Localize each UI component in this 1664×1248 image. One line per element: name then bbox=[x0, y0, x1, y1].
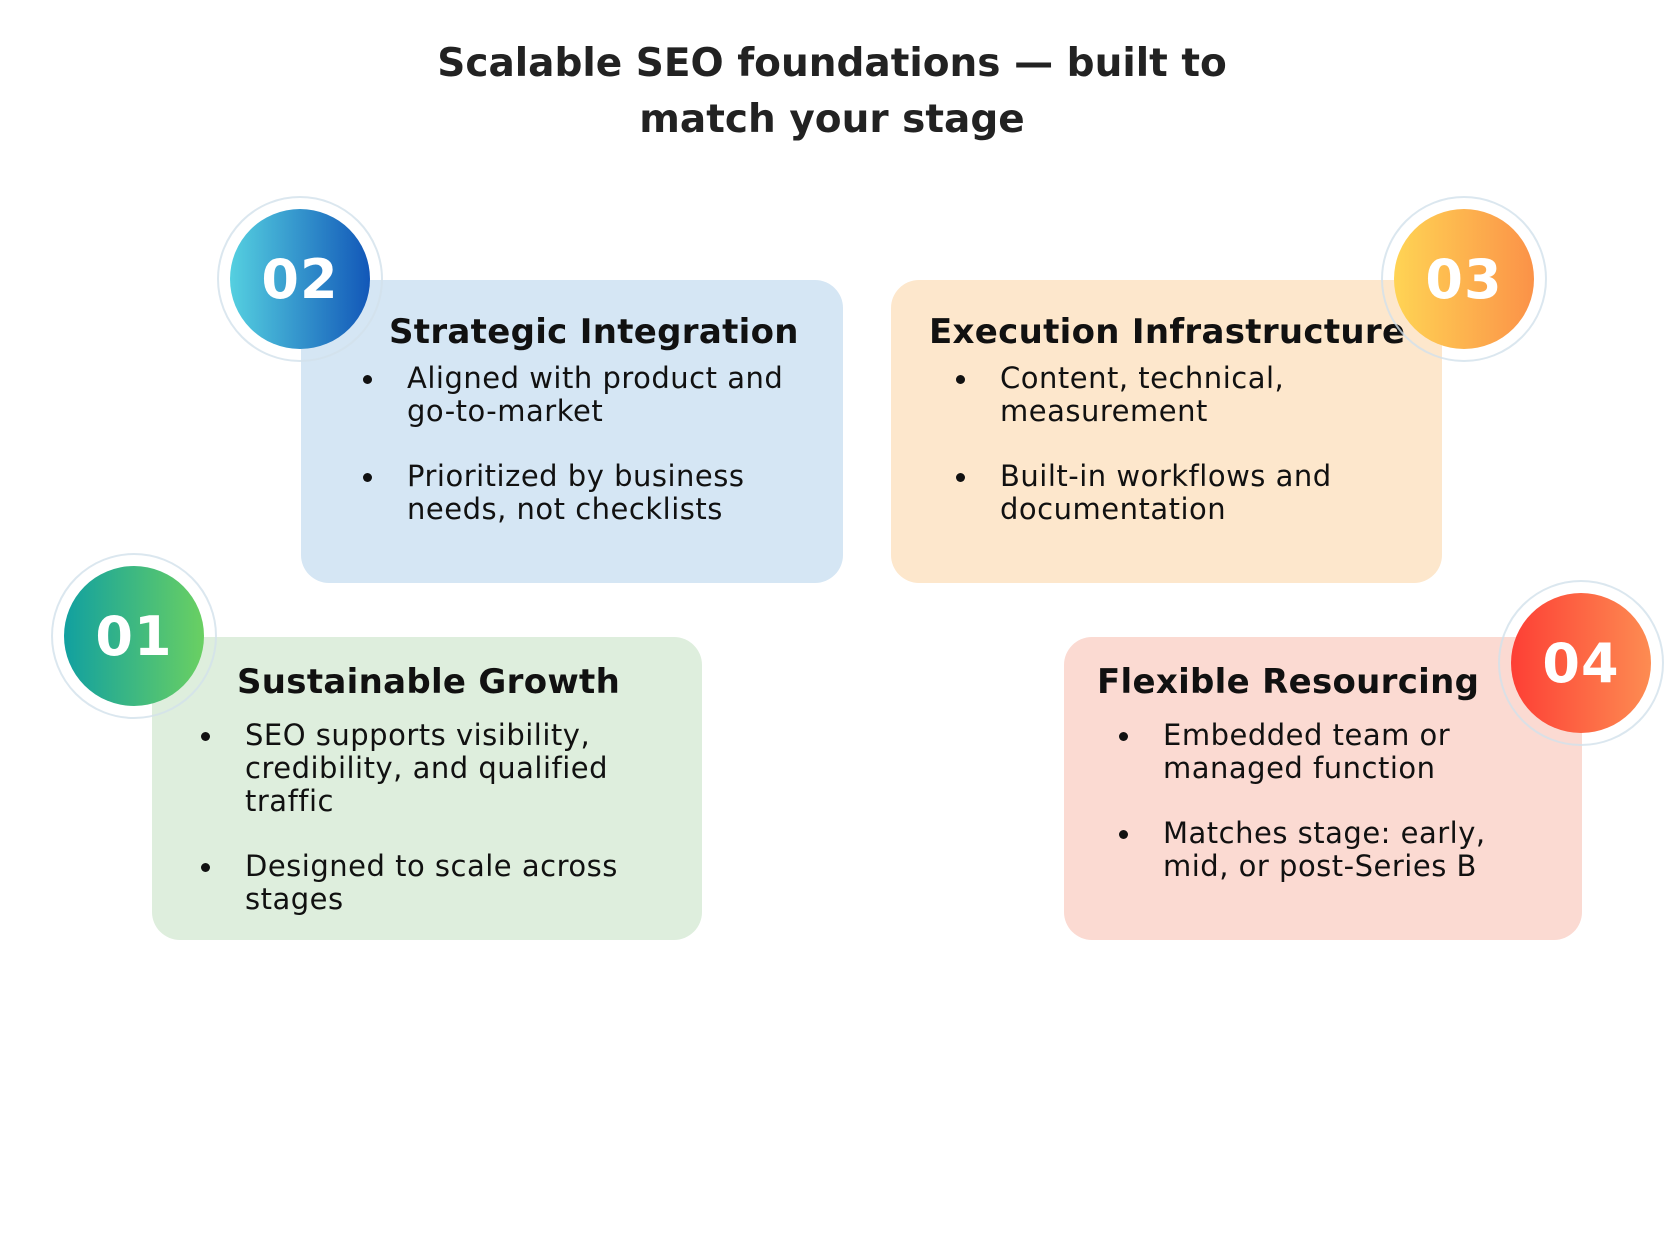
number-badge-01: 01 bbox=[64, 566, 204, 706]
number-badge-02: 02 bbox=[230, 209, 370, 349]
number-badge-03: 03 bbox=[1394, 209, 1534, 349]
bullet-list: SEO supports visibility, credibility, an… bbox=[193, 719, 663, 948]
bullet-list: Embedded team or managed function Matche… bbox=[1111, 719, 1511, 915]
card-heading: Sustainable Growth bbox=[237, 662, 621, 702]
badge-ring bbox=[217, 196, 383, 362]
bullet-list: Aligned with product and go-to-market Pr… bbox=[355, 362, 815, 558]
bullet-item: SEO supports visibility, credibility, an… bbox=[193, 719, 663, 818]
card-execution-infrastructure: Execution Infrastructure Content, techni… bbox=[891, 280, 1442, 583]
card-heading: Execution Infrastructure bbox=[929, 312, 1406, 352]
card-sustainable-growth: Sustainable Growth SEO supports visibili… bbox=[152, 637, 702, 940]
card-strategic-integration: Strategic Integration Aligned with produ… bbox=[301, 280, 843, 583]
page-title: Scalable SEO foundations — built to matc… bbox=[382, 36, 1282, 148]
bullet-item: Matches stage: early, mid, or post-Serie… bbox=[1111, 817, 1511, 883]
card-heading: Flexible Resourcing bbox=[1097, 662, 1480, 702]
badge-ring bbox=[51, 553, 217, 719]
bullet-list: Content, technical, measurement Built-in… bbox=[948, 362, 1388, 558]
bullet-item: Prioritized by business needs, not check… bbox=[355, 460, 815, 526]
badge-ring bbox=[1381, 196, 1547, 362]
bullet-item: Embedded team or managed function bbox=[1111, 719, 1511, 785]
title-line-1: Scalable SEO foundations — built to bbox=[437, 41, 1227, 86]
bullet-item: Aligned with product and go-to-market bbox=[355, 362, 815, 428]
bullet-item: Content, technical, measurement bbox=[948, 362, 1388, 428]
title-line-2: match your stage bbox=[639, 97, 1025, 142]
bullet-item: Built-in workflows and documentation bbox=[948, 460, 1388, 526]
card-heading: Strategic Integration bbox=[389, 312, 799, 352]
number-badge-04: 04 bbox=[1511, 593, 1651, 733]
bullet-item: Designed to scale across stages bbox=[193, 850, 663, 916]
badge-ring bbox=[1498, 580, 1664, 746]
card-flexible-resourcing: Flexible Resourcing Embedded team or man… bbox=[1064, 637, 1582, 940]
